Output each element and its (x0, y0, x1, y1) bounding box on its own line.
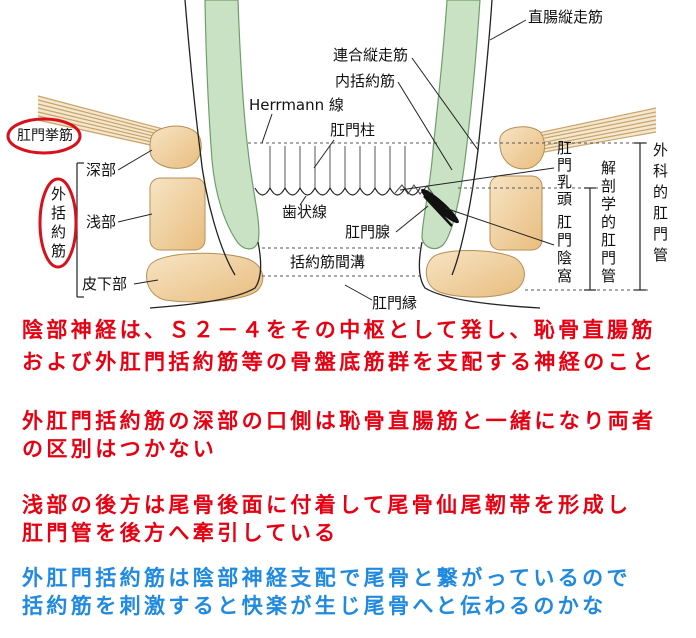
lumen-wall-left (149, 241, 262, 309)
external-sphincter-shapes (146, 125, 546, 303)
label-external-sphincter: 外括約筋 (49, 186, 67, 262)
anal-lumen-lines (149, 241, 541, 309)
leader-anal-verge (344, 284, 373, 301)
internal-sphincter-right (421, 0, 481, 250)
leader-anal-crypt (444, 207, 555, 246)
note-3-line-1: 浅部の後方は尾骨後面に付着して尾骨仙尾靭帯を形成し (22, 493, 632, 517)
levator-stripe (37, 95, 183, 135)
label-herrmann-line: Herrmann 線 (249, 96, 344, 114)
label-subcutaneous-part: 皮下部 (82, 275, 128, 293)
label-anal-crypt: 肛門陰窩 (555, 214, 573, 286)
note-4-line-1: 外肛門括約筋は陰部神経支配で尾骨と繋がっているので (22, 566, 631, 590)
label-dentate-line: 歯状線 (282, 203, 328, 221)
leader-anal-gland (395, 205, 429, 233)
leader-anal-column (313, 139, 335, 169)
label-internal-sphincter: 内括約筋 (335, 72, 396, 90)
label-anatomical-anal-canal: 解剖学的肛門管 (599, 160, 617, 286)
leader-conjoint-longitudinal (411, 57, 479, 151)
anal-gland-duct (423, 195, 453, 227)
label-surgical-anal-canal: 外科的肛門管 (651, 142, 669, 268)
levator-ani-highlight-ellipse (6, 117, 82, 155)
label-anal-column: 肛門柱 (330, 121, 376, 139)
note-3-line-2: 肛門管を後方へ牽引している (22, 521, 339, 545)
label-anal-gland: 肛門腺 (345, 223, 391, 241)
anal-canal-diagram: 直腸縦走筋 連合縦走筋 内括約筋 Herrmann 線 肛門柱 肛門挙筋 深部 … (0, 0, 696, 312)
label-superficial-part: 浅部 (86, 213, 117, 231)
anal-columns (269, 146, 406, 188)
note-1-line-2: および外肛門括約筋等の骨盤底筋群を支配する神経のこと (22, 350, 657, 374)
label-conjoint-longitudinal-muscle: 連合縦走筋 (333, 46, 409, 64)
dentate-line-scallops (254, 186, 421, 196)
anal-gland-shape (421, 188, 459, 224)
leader-subcutaneous-part (133, 279, 159, 285)
leader-anal-papilla (399, 167, 555, 191)
subcutaneous-part-left (146, 252, 264, 303)
leader-herrmann-line (261, 113, 273, 144)
label-levator-ani: 肛門挙筋 (17, 128, 73, 144)
highlight-circles (6, 117, 82, 269)
note-2-line-2: の区別はつかない (22, 437, 218, 461)
anal-canal-illustration (6, 0, 657, 309)
note-1-line-1: 陰部神経は、Ｓ２－４をその中枢として発し、恥骨直腸筋 (22, 318, 656, 342)
note-4-line-2: 括約筋を刺激すると快楽が生じ尾骨へと伝わるのかな (22, 594, 607, 618)
subcutaneous-part-right (425, 250, 525, 298)
levator-ani-left-band (38, 96, 182, 153)
leader-deep-part (117, 149, 153, 171)
leader-rectal-longitudinal (489, 19, 527, 41)
deep-part-right (499, 126, 546, 170)
label-intersphincteric-groove: 括約筋間溝 (290, 253, 366, 271)
leader-dentate-line (299, 195, 307, 206)
lumen-wall-right (418, 241, 541, 309)
leader-internal-sphincter (397, 81, 453, 171)
superficial-part-right (489, 175, 543, 251)
leader-superficial-part (117, 213, 153, 223)
label-rectal-longitudinal-muscle: 直腸縦走筋 (528, 8, 604, 26)
outer-wall-left (184, 0, 236, 276)
note-2-line-1: 外肛門括約筋の深部の口側は恥骨直腸筋と一緒になり両者 (22, 409, 657, 433)
label-deep-part: 深部 (86, 161, 117, 179)
superficial-part-left (149, 177, 206, 251)
internal-sphincter-left (204, 0, 260, 250)
label-anal-verge: 肛門縁 (372, 294, 418, 312)
label-anal-papilla: 肛門乳頭 (555, 140, 573, 208)
external-sphincter-highlight-ellipse (38, 177, 78, 269)
leader-lines (117, 19, 555, 301)
deep-part-left (149, 125, 202, 169)
